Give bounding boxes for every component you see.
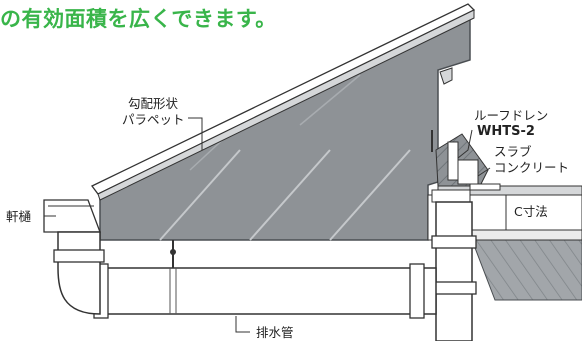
roof-drain-fitting: [431, 130, 501, 203]
label-parapet-line1: 勾配形状: [128, 96, 179, 111]
pipe-hanger: [170, 240, 176, 268]
sloped-parapet: [99, 16, 471, 241]
label-roof-drain: ルーフドレン: [474, 108, 549, 123]
label-drain-pipe: 排水管: [256, 325, 294, 340]
horizontal-drain-pipe: [93, 263, 437, 319]
label-slab-line1: スラブ: [494, 144, 532, 159]
label-c-dimension: C寸法: [514, 204, 548, 219]
vertical-drain-pipe: [431, 201, 477, 342]
roof-cover-sheet: [91, 3, 476, 201]
leader-lines: [44, 117, 491, 333]
label-roof-drain-model: WHTS-2: [477, 124, 535, 139]
label-parapet-line2: パラペット: [122, 112, 185, 127]
c-dimension-bracket: [500, 194, 512, 231]
label-slab-line2: コンクリート: [494, 160, 570, 175]
headline-text: の有効面積を広くできます。: [0, 7, 277, 31]
parapet-coping: [439, 67, 453, 85]
label-eaves-gutter: 軒樋: [6, 209, 32, 224]
left-elbow-pipe: [53, 231, 105, 315]
